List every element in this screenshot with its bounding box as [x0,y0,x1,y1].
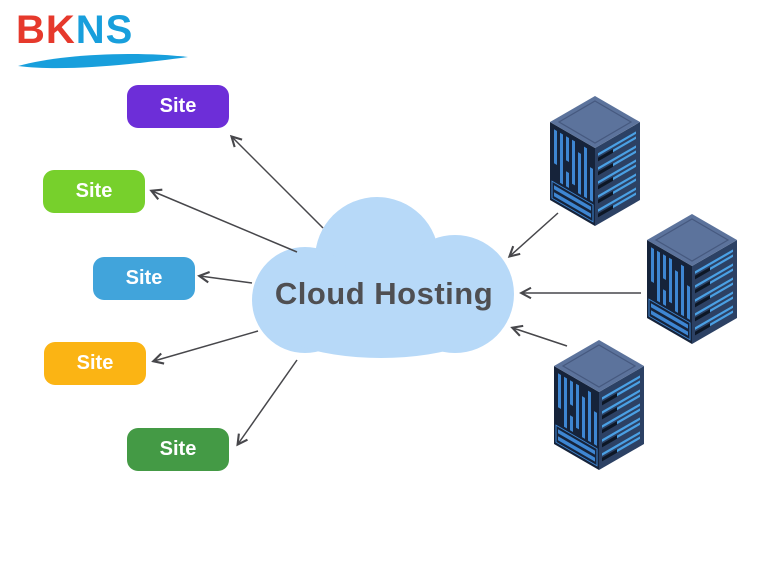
site-box-3-label: Site [125,267,163,289]
site-box-5: Site [127,428,229,471]
arrow-server-1-to-cloud [507,212,559,258]
arrow-server-3-to-cloud [510,324,568,347]
arrow-cloud-to-site-4 [151,330,259,365]
site-box-3: Site [93,257,195,300]
site-box-4: Site [44,342,146,385]
server-icon-2 [646,213,738,345]
site-box-2: Site [43,170,145,213]
arrow-cloud-to-site-5 [236,359,298,447]
server-icon-1 [549,95,641,227]
logo-swoosh-icon [18,54,188,69]
site-box-1-label: Site [159,95,197,117]
site-box-5-label: Site [159,438,197,460]
bkns-logo-text: BKNS [16,8,196,52]
server-icon-3 [553,339,645,471]
site-box-2-label: Site [75,180,113,202]
arrow-cloud-to-site-3 [197,271,253,284]
logo-part-ns: NS [75,8,134,52]
bkns-logo: BKNS [16,8,196,72]
site-box-4-label: Site [76,352,114,374]
logo-part-bk: BK [16,8,76,52]
arrow-cloud-to-site-1 [229,134,324,229]
arrow-cloud-to-site-2 [149,188,298,253]
site-box-1: Site [127,85,229,128]
cloud-shape [252,197,514,358]
cloud-label: Cloud Hosting [274,276,494,311]
